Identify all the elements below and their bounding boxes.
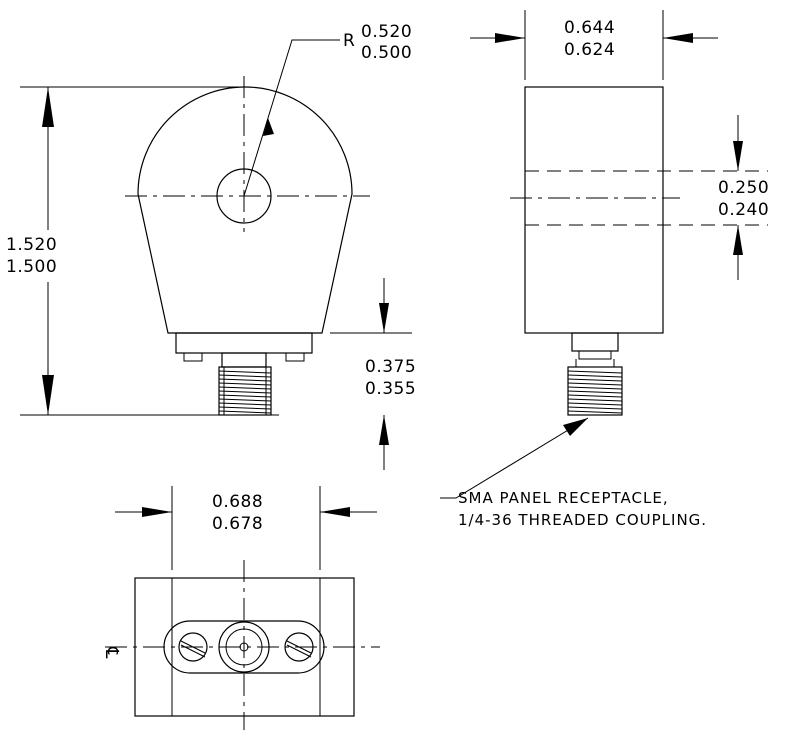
front-flange-screw-right bbox=[285, 352, 305, 362]
side-body bbox=[524, 86, 664, 334]
front-flange bbox=[175, 332, 313, 354]
centerline-symbol: ℄ bbox=[101, 646, 122, 659]
side-width-min: 0.624 bbox=[564, 40, 615, 60]
overall-height-dimension bbox=[20, 86, 279, 416]
radius-leader bbox=[243, 39, 340, 197]
front-thread-lines bbox=[218, 370, 272, 414]
hole-spacing-min: 0.240 bbox=[718, 200, 769, 220]
side-thread-lines bbox=[567, 370, 623, 414]
note-leader bbox=[440, 417, 589, 499]
front-view bbox=[125, 76, 370, 416]
side-view bbox=[510, 86, 768, 416]
bottom-view bbox=[105, 560, 380, 730]
note-line-1: SMA PANEL RECEPTACLE, bbox=[458, 489, 669, 507]
radius-min: 0.500 bbox=[361, 43, 412, 63]
front-body-outline bbox=[137, 86, 353, 334]
connector-length-max: 0.375 bbox=[365, 357, 416, 377]
radius-prefix: R bbox=[343, 31, 355, 51]
connector-length-dimension bbox=[330, 278, 412, 470]
overall-height-max: 1.520 bbox=[6, 235, 57, 255]
side-hex-nut bbox=[571, 332, 619, 352]
side-width-dimension bbox=[470, 10, 718, 80]
overall-height-min: 1.500 bbox=[6, 257, 57, 277]
bottom-flange-outline bbox=[163, 620, 325, 674]
bottom-width-max: 0.688 bbox=[212, 492, 263, 512]
hole-spacing-max: 0.250 bbox=[718, 178, 769, 198]
radius-max: 0.520 bbox=[361, 22, 412, 42]
bottom-width-min: 0.678 bbox=[212, 514, 263, 534]
front-flange-screw-left bbox=[183, 352, 203, 362]
side-width-max: 0.644 bbox=[564, 18, 615, 38]
connector-length-min: 0.355 bbox=[365, 379, 416, 399]
side-flange bbox=[578, 350, 612, 360]
hole-spacing-dimension bbox=[733, 115, 743, 280]
front-hex-nut bbox=[221, 352, 267, 368]
screw-left bbox=[178, 632, 208, 662]
note-line-2: 1/4-36 THREADED COUPLING. bbox=[458, 511, 707, 529]
bottom-width-dimension bbox=[115, 486, 377, 570]
